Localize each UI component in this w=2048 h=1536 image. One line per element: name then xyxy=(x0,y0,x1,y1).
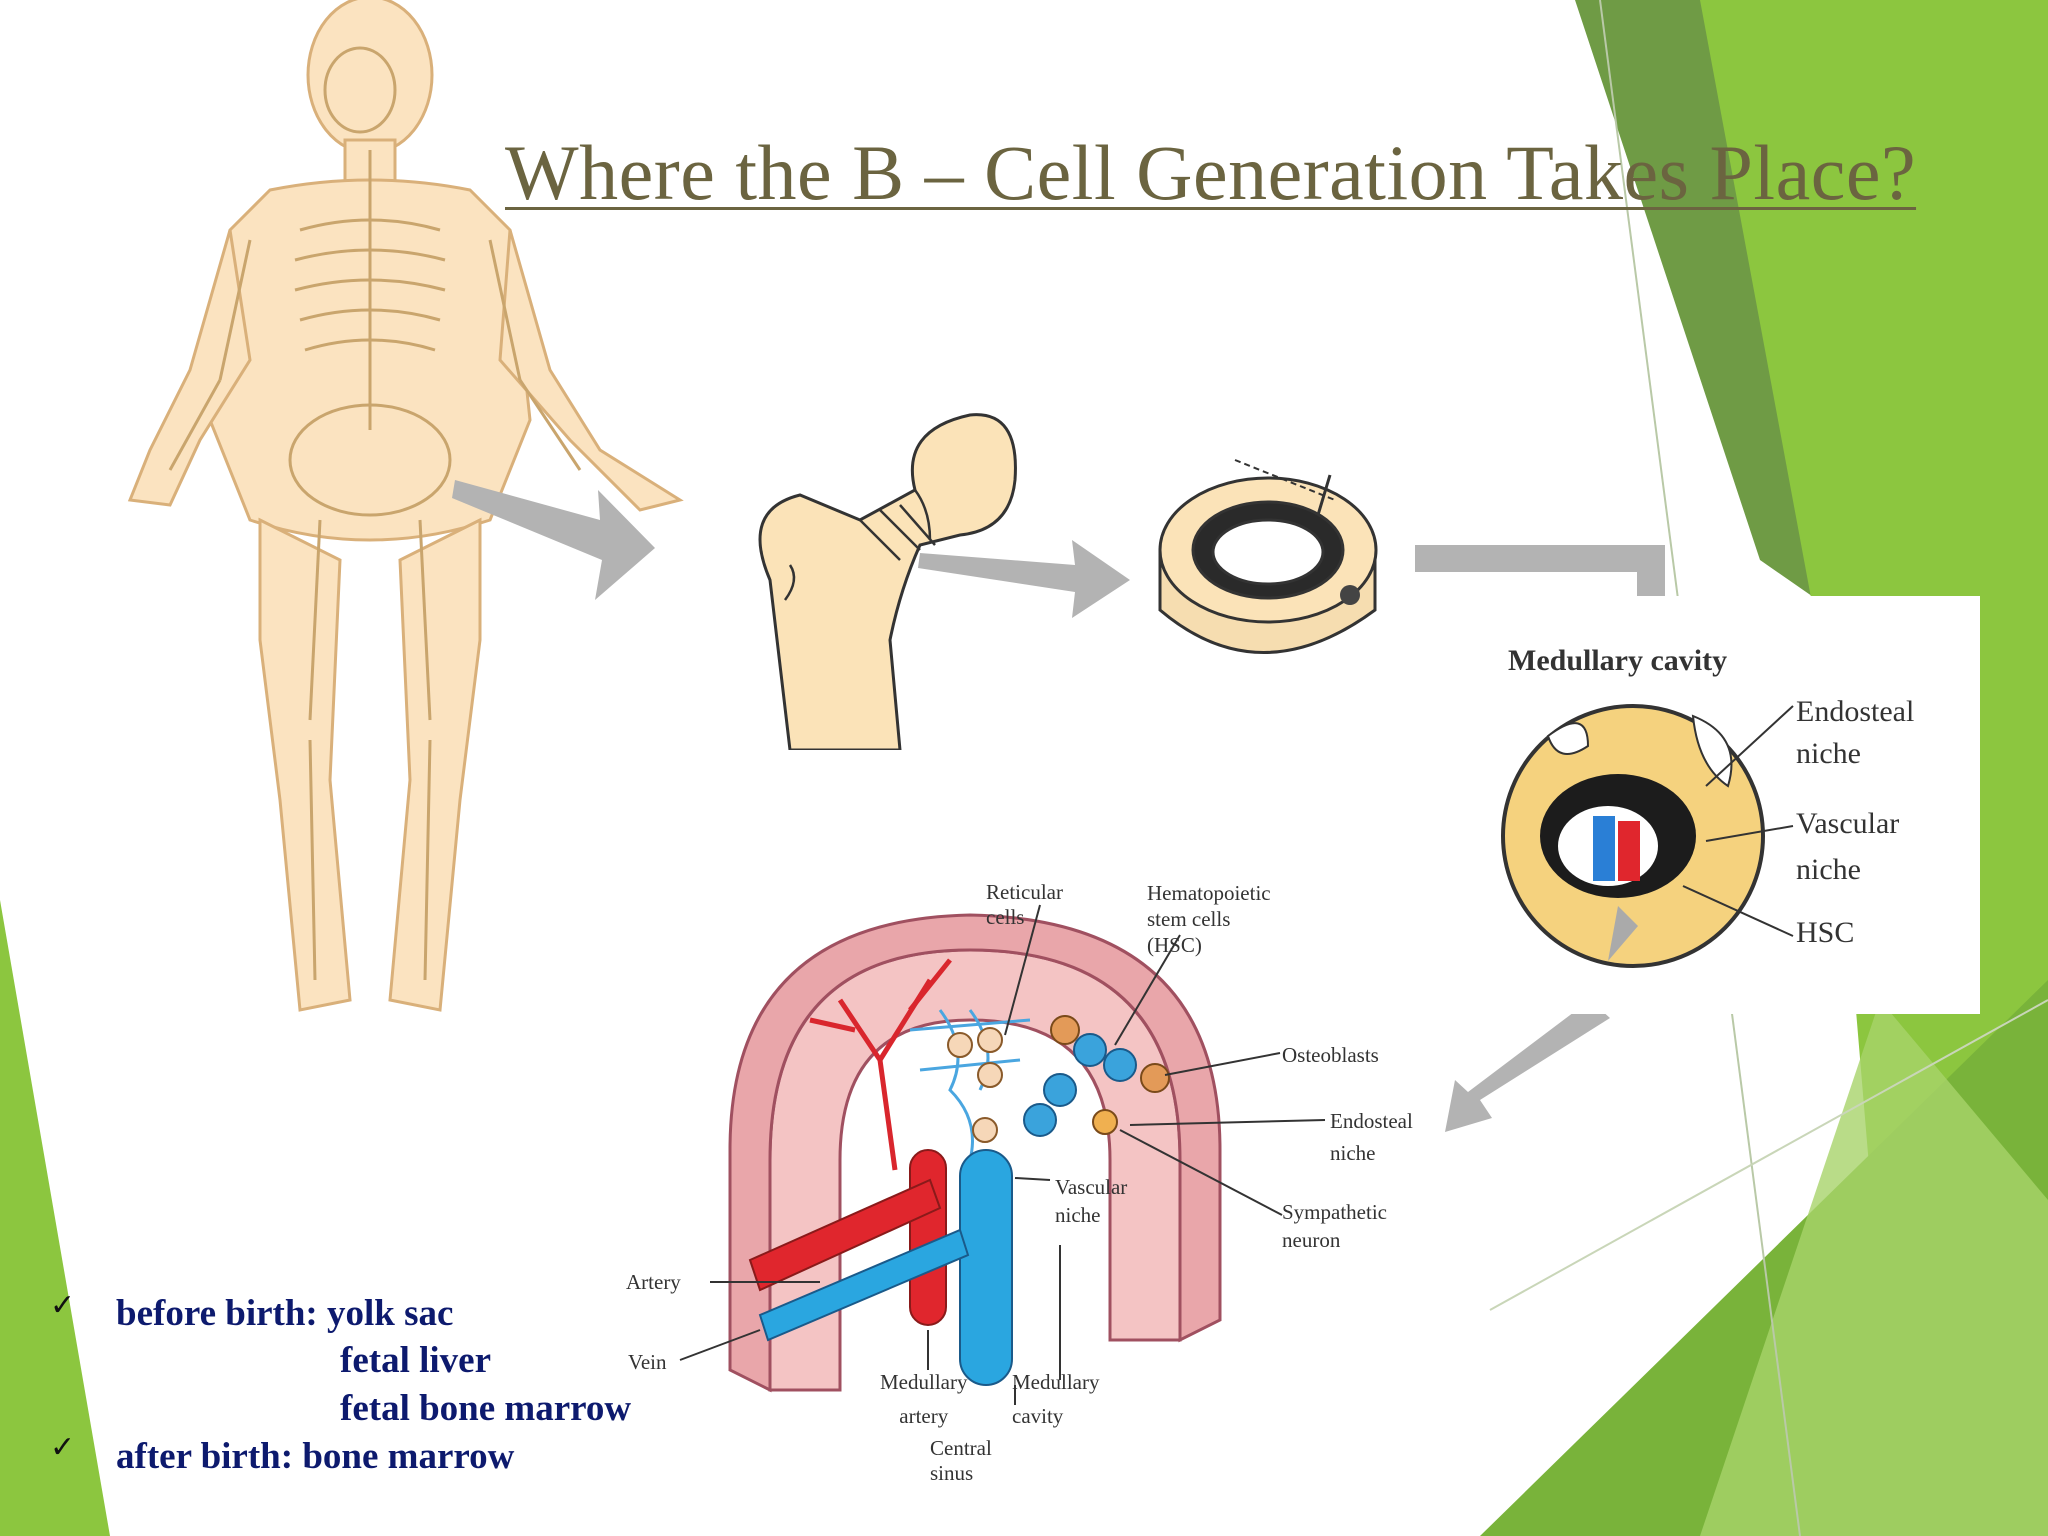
label-medullary-artery: Medullary artery xyxy=(880,1365,967,1433)
label-medullary-cavity: Medullary cavity xyxy=(1012,1365,1099,1433)
flow-arrow-femur-to-ring xyxy=(918,540,1130,618)
bullet-fetal-bone-marrow: fetal bone marrow xyxy=(340,1388,632,1429)
inset-vascular-line1: Vascular xyxy=(1796,807,1900,840)
label-sympathetic-line2: neuron xyxy=(1282,1228,1341,1252)
label-sympathetic-line1: Sympathetic xyxy=(1282,1200,1387,1224)
femur-head xyxy=(758,413,1017,750)
medullary-heading: Medullary cavity xyxy=(1508,644,1728,677)
label-osteoblasts: Osteoblasts xyxy=(1282,1043,1379,1067)
bullet-after-birth: after birth: bone marrow xyxy=(116,1436,515,1477)
label-vascular-line1: Vascular xyxy=(1055,1175,1128,1199)
label-artery: Artery xyxy=(626,1270,681,1294)
bone-marrow-niche xyxy=(679,904,1326,1405)
label-hsc-line1: Hematopoietic xyxy=(1147,881,1271,905)
body-skeleton xyxy=(127,0,684,1012)
label-med-artery-line1: Medullary xyxy=(880,1370,968,1394)
medullary-inset: Medullary cavity Endosteal niche Vascula… xyxy=(1458,596,1980,1014)
flow-arrow-ring-to-cavity xyxy=(1415,545,1690,665)
label-central-sinus: Central sinus xyxy=(930,1436,992,1485)
label-hsc-line2: stem cells (HSC) xyxy=(1147,907,1231,957)
label-endosteal-niche: Endosteal niche xyxy=(1330,1105,1413,1169)
label-endosteal-line1: Endosteal xyxy=(1330,1109,1413,1133)
inset-vascular-line2: niche xyxy=(1796,853,1861,886)
green-band-left xyxy=(0,900,110,1536)
label-sympathetic-neuron: Sympathetic neuron xyxy=(1282,1198,1387,1254)
inset-vascular-label: Vascular niche xyxy=(1796,801,1899,893)
inset-endosteal-line2: niche xyxy=(1796,737,1861,770)
inset-endosteal-line1: Endosteal xyxy=(1796,695,1915,728)
label-hsc: Hematopoietic stem cells (HSC) xyxy=(1147,880,1271,958)
inset-hsc-label: HSC xyxy=(1796,916,1855,949)
deco-line-2 xyxy=(1489,999,2048,1311)
flow-arrow-cavity-to-niche xyxy=(1445,1000,1610,1132)
bullet-fetal-liver: fetal liver xyxy=(340,1340,491,1381)
checkmark-icon: ✓ xyxy=(50,1289,76,1322)
label-endosteal-line2: niche xyxy=(1330,1141,1376,1165)
checkmark-icon: ✓ xyxy=(50,1431,76,1464)
label-vein: Vein xyxy=(628,1350,667,1374)
green-band-bottom-light xyxy=(1700,1000,2048,1536)
slide-title: Where the B – Cell Generation Takes Plac… xyxy=(505,129,1917,216)
bone-ring xyxy=(1158,459,1378,654)
flow-arrow-body-to-femur xyxy=(452,480,655,600)
bullet-before-birth: before birth: yolk sac xyxy=(116,1293,454,1334)
label-med-artery-line2: artery xyxy=(899,1404,949,1428)
label-med-cavity-line1: Medullary xyxy=(1012,1370,1100,1394)
label-med-cavity-line2: cavity xyxy=(1012,1404,1064,1428)
label-reticular-cells: Reticular cells xyxy=(986,880,1063,929)
medullary-cavity xyxy=(1501,704,1794,968)
label-vascular-niche: Vascular niche xyxy=(1055,1173,1127,1229)
label-vascular-line2: niche xyxy=(1055,1203,1101,1227)
inset-endosteal-label: Endosteal niche xyxy=(1796,691,1914,775)
